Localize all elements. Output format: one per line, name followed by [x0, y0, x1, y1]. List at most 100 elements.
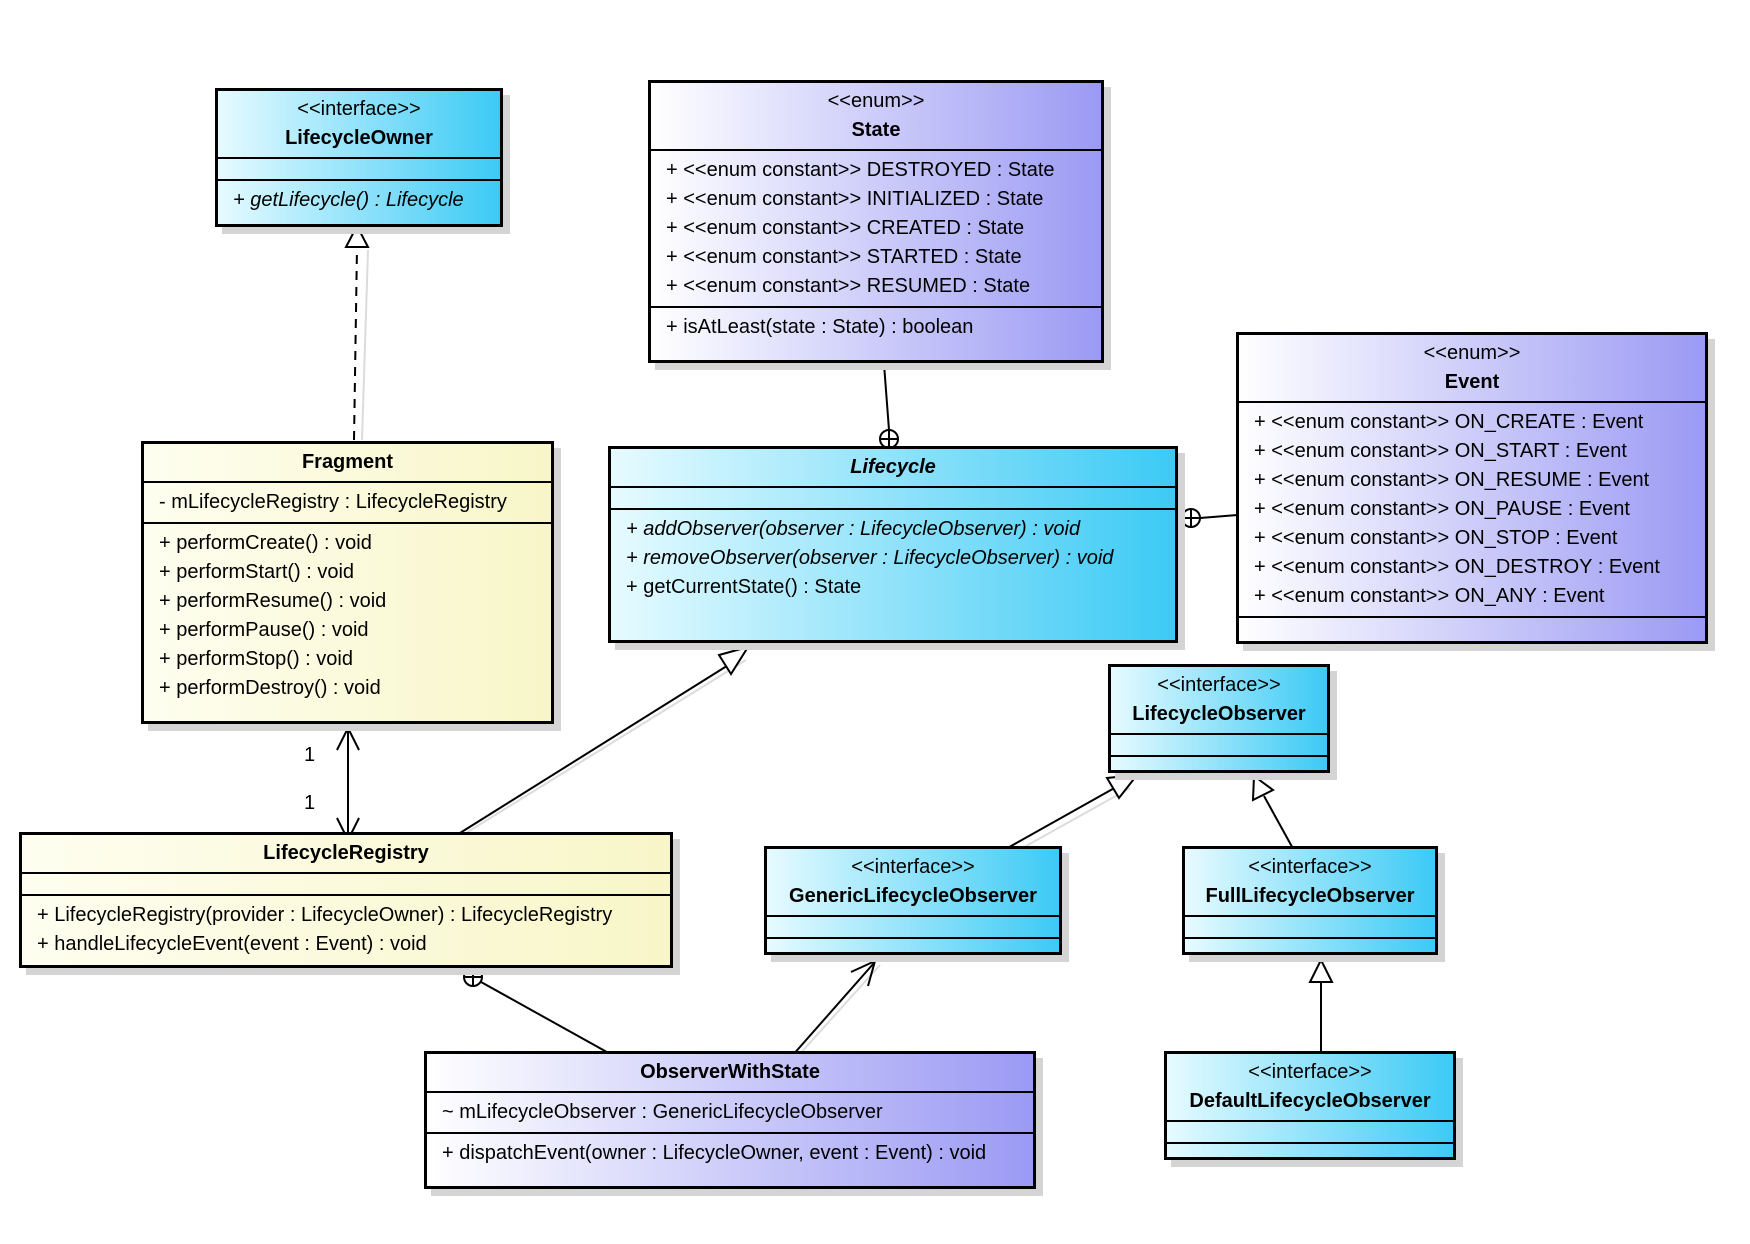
enum-constant: + <<enum constant>> INITIALIZED : State — [666, 188, 1044, 210]
stereotype: <<interface>> — [1248, 856, 1372, 878]
class-lifecycleregistry[interactable]: LifecycleRegistry + LifecycleRegistry(pr… — [19, 832, 673, 968]
class-header: LifecycleRegistry — [22, 835, 670, 872]
class-event[interactable]: <<enum>> Event + <<enum constant>> ON_CR… — [1236, 332, 1708, 644]
operations-section — [1167, 1142, 1453, 1164]
class-state[interactable]: <<enum>> State + <<enum constant>> DESTR… — [648, 80, 1104, 363]
association-arrow-up — [336, 725, 360, 751]
attributes-section — [218, 157, 500, 179]
stereotype: <<interface>> — [297, 98, 421, 120]
enum-constant: + <<enum constant>> ON_PAUSE : Event — [1254, 498, 1630, 520]
generalization-arrowhead-default — [1308, 957, 1334, 983]
class-header: <<interface>> FullLifecycleObserver — [1185, 849, 1435, 915]
class-name: FullLifecycleObserver — [1205, 885, 1415, 907]
generalization-arrowhead-generic — [1105, 773, 1140, 800]
operation: + performDestroy() : void — [159, 677, 381, 699]
enum-constant: + <<enum constant>> CREATED : State — [666, 217, 1025, 239]
attributes-section: + <<enum constant>> ON_CREATE : Event + … — [1239, 401, 1705, 616]
multiplicity-registry-end: 1 — [304, 792, 316, 814]
attribute: - mLifecycleRegistry : LifecycleRegistry — [159, 491, 507, 513]
nesting-observerwithstate-registry — [480, 981, 615, 1057]
operation: + getLifecycle() : Lifecycle — [233, 189, 464, 211]
operation: + performPause() : void — [159, 619, 369, 641]
class-name: DefaultLifecycleObserver — [1189, 1090, 1431, 1112]
realization-arrowhead — [344, 223, 370, 248]
class-header: <<interface>> LifecycleObserver — [1111, 667, 1327, 733]
class-name: Event — [1444, 371, 1500, 393]
class-fragment[interactable]: Fragment - mLifecycleRegistry : Lifecycl… — [141, 441, 554, 724]
operations-section: + LifecycleRegistry(provider : Lifecycle… — [22, 894, 670, 964]
attributes-section — [611, 486, 1175, 508]
operation: + handleLifecycleEvent(event : Event) : … — [37, 933, 427, 955]
attributes-section: ~ mLifecycleObserver : GenericLifecycleO… — [427, 1091, 1033, 1132]
enum-constant: + <<enum constant>> STARTED : State — [666, 246, 1022, 268]
class-header: Fragment — [144, 444, 551, 481]
class-name: ObserverWithState — [640, 1061, 820, 1083]
operation: + removeObserver(observer : LifecycleObs… — [626, 547, 1114, 569]
stereotype: <<interface>> — [1157, 674, 1281, 696]
class-header: <<interface>> GenericLifecycleObserver — [767, 849, 1059, 915]
attribute: ~ mLifecycleObserver : GenericLifecycleO… — [442, 1101, 883, 1123]
generalization-arrowhead-full — [1251, 774, 1275, 802]
class-name: LifecycleRegistry — [263, 842, 429, 864]
class-lifecycle[interactable]: Lifecycle + addObserver(observer : Lifec… — [608, 446, 1178, 643]
class-header: <<interface>> LifecycleOwner — [218, 91, 500, 157]
stereotype: <<interface>> — [851, 856, 975, 878]
class-header: <<interface>> DefaultLifecycleObserver — [1167, 1054, 1453, 1120]
enum-constant: + <<enum constant>> ON_ANY : Event — [1254, 585, 1605, 607]
operation: + LifecycleRegistry(provider : Lifecycle… — [37, 904, 613, 926]
operations-section: + addObserver(observer : LifecycleObserv… — [611, 508, 1175, 607]
enum-constant: + <<enum constant>> ON_STOP : Event — [1254, 527, 1618, 549]
attributes-section — [1111, 733, 1327, 755]
stereotype: <<interface>> — [1248, 1061, 1372, 1083]
attributes-section: - mLifecycleRegistry : LifecycleRegistry — [144, 481, 551, 522]
attributes-section — [1167, 1120, 1453, 1142]
operation: + performCreate() : void — [159, 532, 372, 554]
enum-constant: + <<enum constant>> ON_RESUME : Event — [1254, 469, 1650, 491]
operation: + addObserver(observer : LifecycleObserv… — [626, 518, 1081, 540]
operations-section — [1185, 937, 1435, 959]
operations-section: + performCreate() : void + performStart(… — [144, 522, 551, 708]
enum-constant: + <<enum constant>> ON_START : Event — [1254, 440, 1627, 462]
class-name: GenericLifecycleObserver — [789, 885, 1037, 907]
attributes-section — [22, 872, 670, 894]
class-lifecycleobserver[interactable]: <<interface>> LifecycleObserver — [1108, 664, 1330, 773]
operations-section: + isAtLeast(state : State) : boolean — [651, 306, 1101, 347]
stereotype: <<enum>> — [827, 90, 925, 112]
enum-constant: + <<enum constant>> RESUMED : State — [666, 275, 1031, 297]
nesting-state-lifecycle — [883, 363, 890, 431]
class-genericlifecycleobserver[interactable]: <<interface>> GenericLifecycleObserver — [764, 846, 1062, 955]
generalization-registry-lifecycle — [451, 663, 731, 839]
class-defaultlifecycleobserver[interactable]: <<interface>> DefaultLifecycleObserver — [1164, 1051, 1456, 1160]
multiplicity-fragment-end: 1 — [304, 744, 316, 766]
enum-constant: + <<enum constant>> DESTROYED : State — [666, 159, 1055, 181]
realization-fragment-lifecycleowner — [353, 246, 358, 441]
operation: + getCurrentState() : State — [626, 576, 862, 598]
class-name: LifecycleOwner — [285, 127, 433, 149]
stereotype: <<enum>> — [1423, 342, 1521, 364]
generalization-generic-observer — [1003, 785, 1119, 851]
operations-section: + dispatchEvent(owner : LifecycleOwner, … — [427, 1132, 1033, 1173]
operation: + performStart() : void — [159, 561, 355, 583]
association-arrow-generic — [850, 959, 877, 987]
enum-constant: + <<enum constant>> ON_CREATE : Event — [1254, 411, 1644, 433]
class-observerwithstate[interactable]: ObserverWithState ~ mLifecycleObserver :… — [424, 1051, 1036, 1189]
generalization-full-observer — [1263, 795, 1297, 855]
operations-section — [767, 937, 1059, 959]
operation: + dispatchEvent(owner : LifecycleOwner, … — [442, 1142, 987, 1164]
class-fulllifecycleobserver[interactable]: <<interface>> FullLifecycleObserver — [1182, 846, 1438, 955]
generalization-arrowhead — [717, 645, 751, 676]
attributes-section: + <<enum constant>> DESTROYED : State + … — [651, 149, 1101, 306]
attributes-section — [767, 915, 1059, 937]
connector-shadows — [361, 249, 1131, 1057]
operations-section — [1239, 616, 1705, 632]
operation: + performResume() : void — [159, 590, 387, 612]
class-name: Lifecycle — [850, 456, 936, 478]
attributes-section — [1185, 915, 1435, 937]
class-header: Lifecycle — [611, 449, 1175, 486]
class-name: State — [851, 119, 901, 141]
class-header: ObserverWithState — [427, 1054, 1033, 1091]
operations-section: + getLifecycle() : Lifecycle — [218, 179, 500, 220]
class-lifecycleowner[interactable]: <<interface>> LifecycleOwner + getLifecy… — [215, 88, 503, 227]
class-header: <<enum>> Event — [1239, 335, 1705, 401]
operations-section — [1111, 755, 1327, 777]
